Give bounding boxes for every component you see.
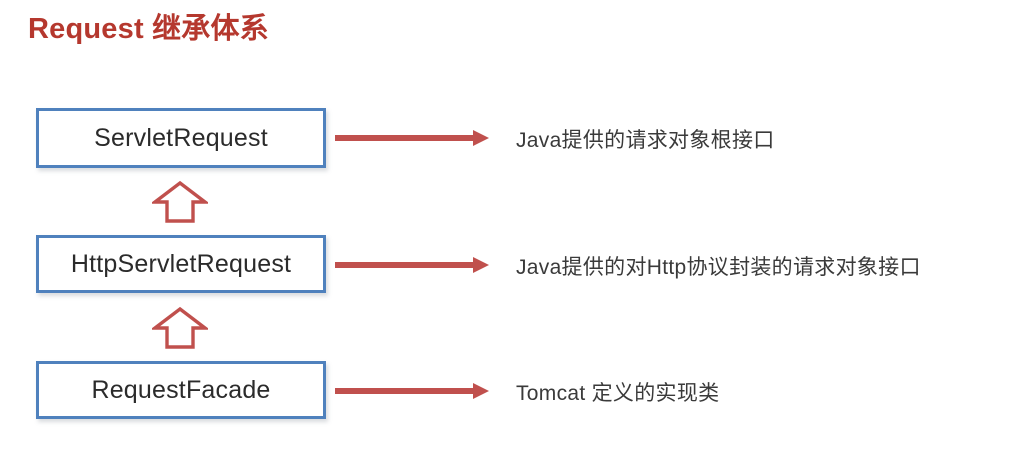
up-arrow-icon — [152, 180, 208, 223]
up-arrow-icon — [152, 306, 208, 349]
annotation-httpservletrequest: Java提供的对Http协议封装的请求对象接口 — [516, 256, 921, 279]
annotation-servletrequest: Java提供的请求对象根接口 — [516, 129, 775, 152]
right-arrow-icon — [335, 130, 489, 146]
class-box-label: ServletRequest — [94, 123, 268, 152]
page-title: Request 继承体系 — [28, 13, 269, 45]
right-arrow-icon — [335, 383, 489, 399]
class-box-servletrequest[interactable]: ServletRequest — [36, 108, 326, 168]
class-box-requestfacade[interactable]: RequestFacade — [36, 361, 326, 419]
class-box-label: HttpServletRequest — [70, 249, 292, 278]
annotation-requestfacade: Tomcat 定义的实现类 — [516, 382, 720, 405]
right-arrow-icon — [335, 257, 489, 273]
class-box-httpservletrequest[interactable]: HttpServletRequest — [36, 235, 326, 293]
class-box-label: RequestFacade — [91, 375, 271, 404]
